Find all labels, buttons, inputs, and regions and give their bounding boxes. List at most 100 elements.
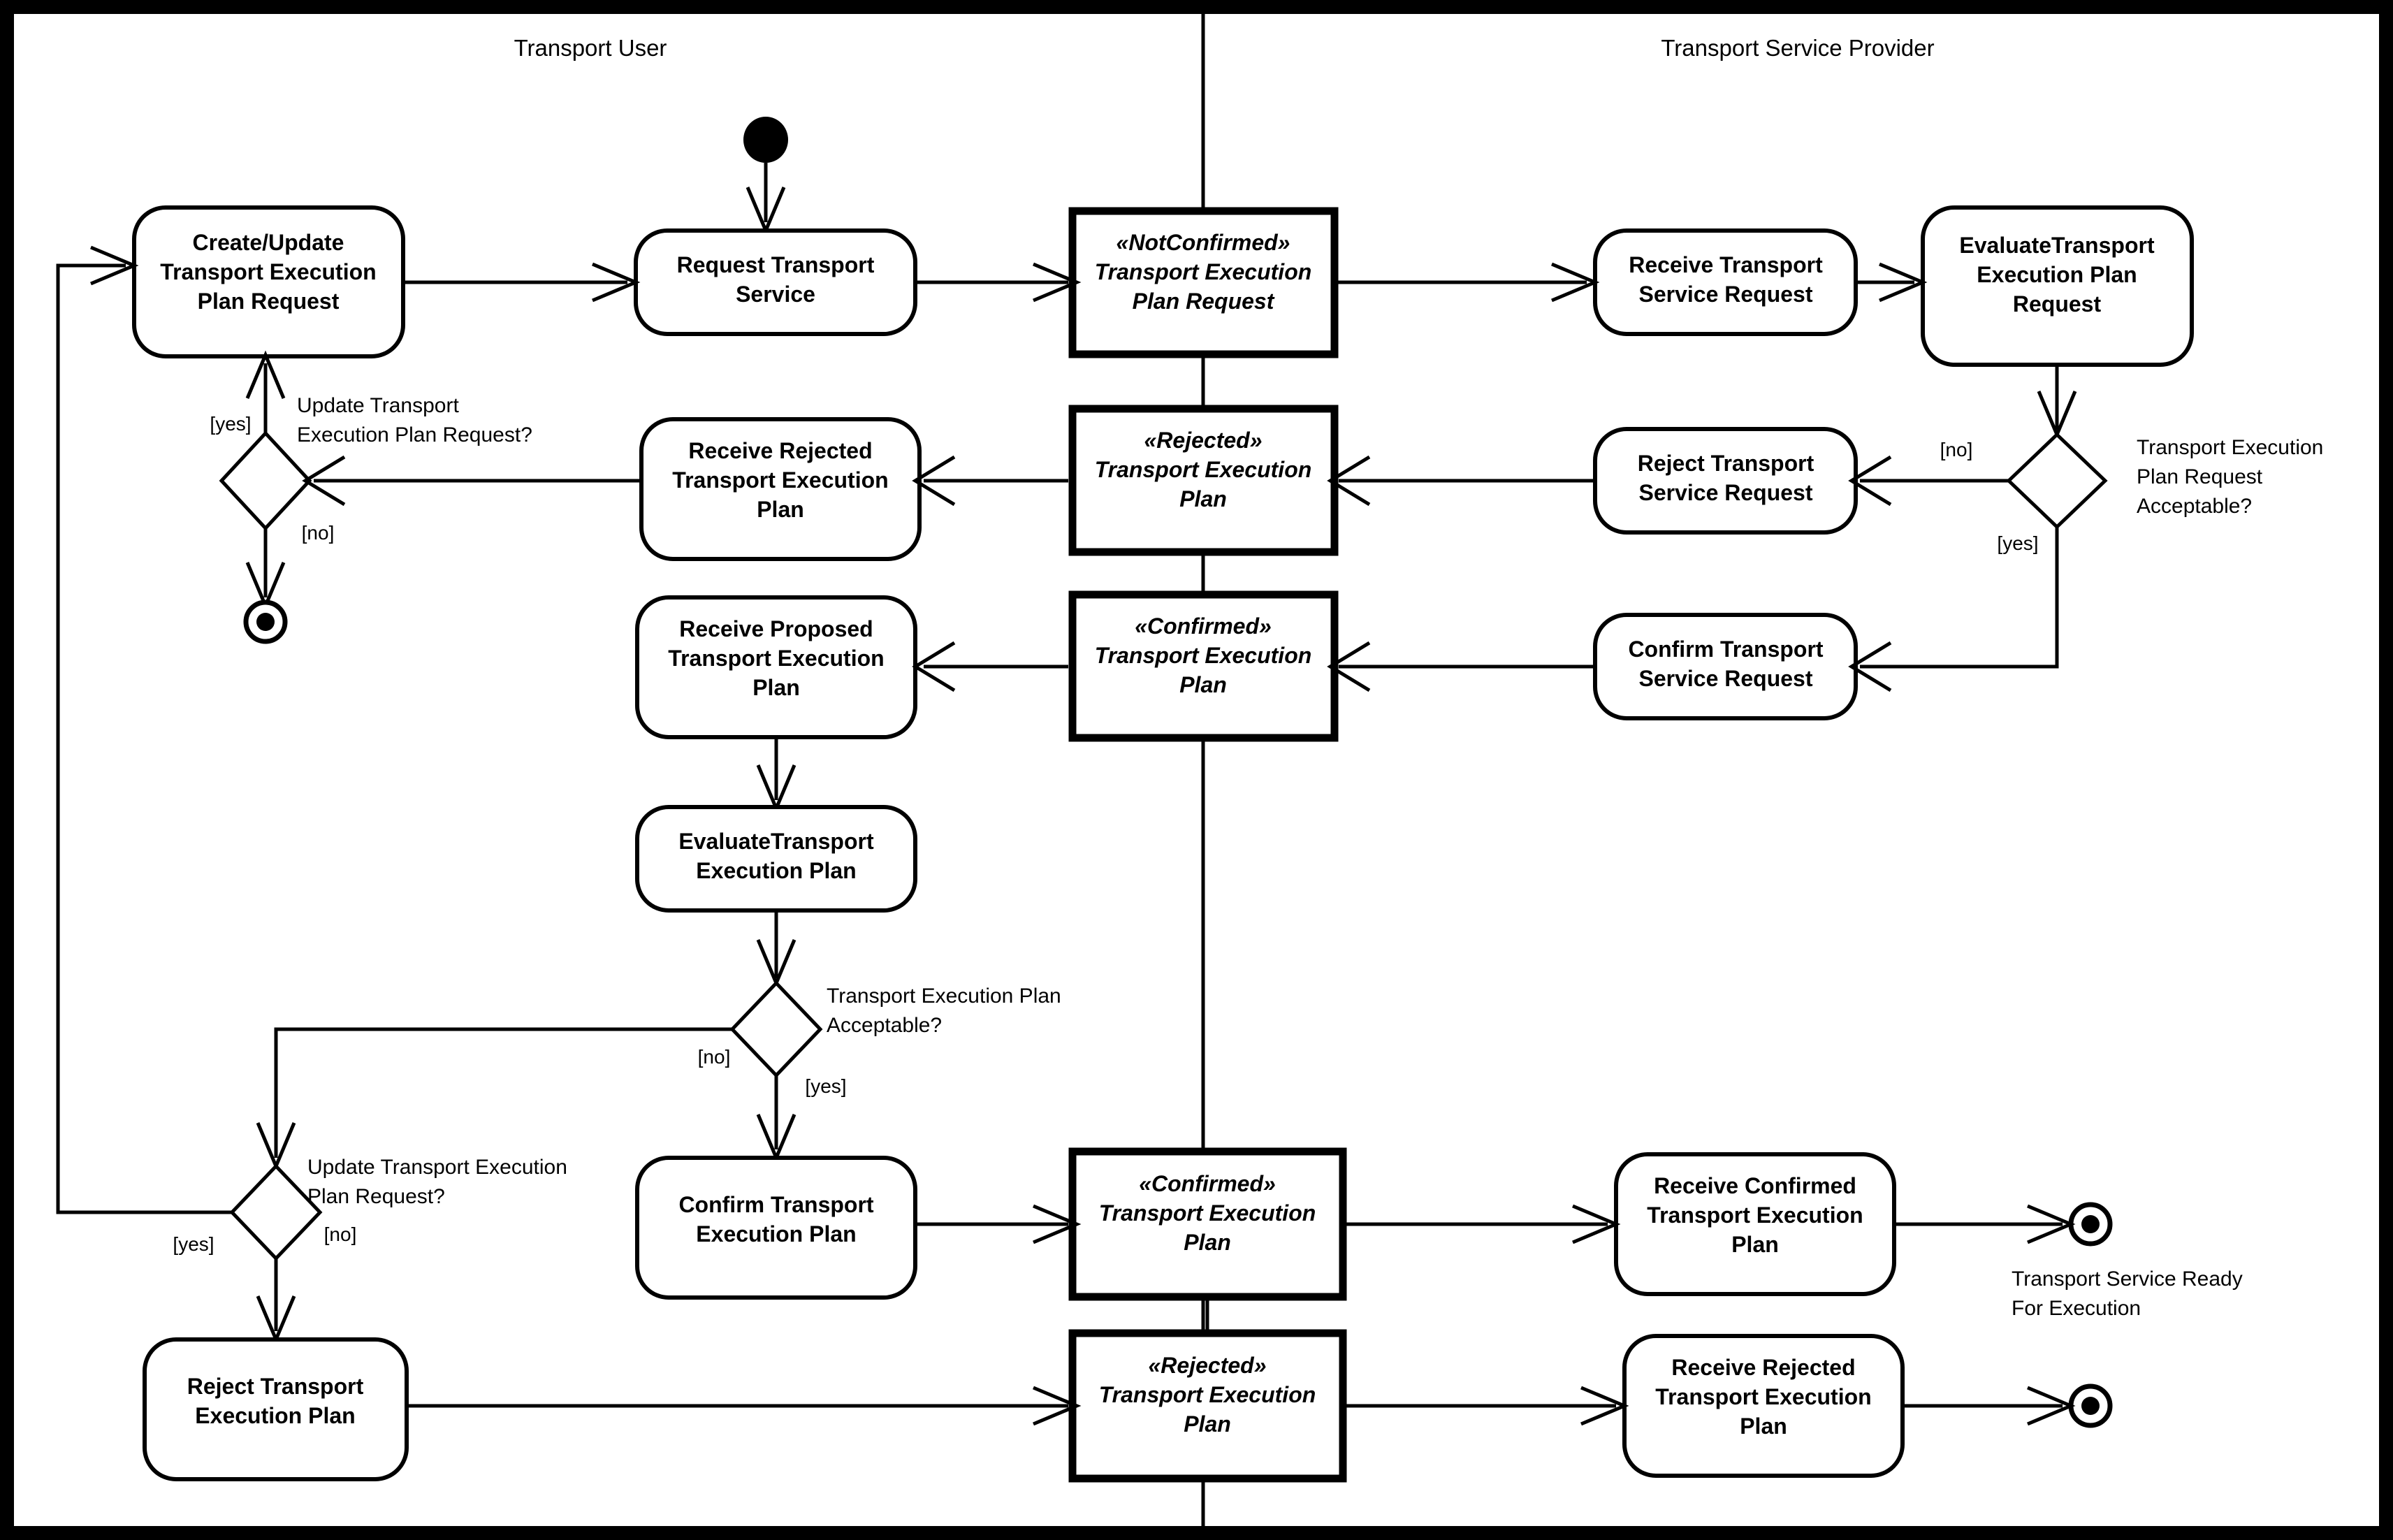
decision-top-question-line-1: Update Transport xyxy=(297,394,459,417)
arrowhead-updatedecision-yes-to-createupdate xyxy=(90,245,139,286)
action-receive-confirmed-tep[interactable]: Receive Confirmed Transport Execution Pl… xyxy=(1614,1152,1896,1296)
guard-update-teprq-bottom-yes: [yes] xyxy=(173,1233,214,1255)
object-stereotype: «Confirmed» xyxy=(1135,613,1272,639)
decision-teprq-acceptable[interactable] xyxy=(2006,432,2108,530)
edge-tepdecision-no-to-updatedecision xyxy=(274,1027,732,1158)
decision-tep-question-line-1: Transport Execution Plan xyxy=(827,985,1061,1008)
decision-tep-acceptable[interactable] xyxy=(729,980,823,1078)
action-line-1: Reject Transport xyxy=(1638,451,1814,476)
decision-shape xyxy=(729,980,823,1078)
guard-teprq-acceptable-yes: [yes] xyxy=(1997,532,2038,554)
decision-shape xyxy=(2006,432,2108,530)
action-receive-transport-service-request[interactable]: Receive Transport Service Request xyxy=(1593,228,1858,336)
arrowhead-request-to-notconfirmed xyxy=(1033,262,1082,303)
object-notconfirmed-teprq[interactable]: «NotConfirmed» Transport Execution Plan … xyxy=(1068,207,1339,358)
action-line-2: Transport Execution xyxy=(668,646,884,671)
object-rejected-tep-bottom[interactable]: «Rejected» Transport Execution Plan xyxy=(1068,1329,1347,1483)
action-line-2: Execution Plan xyxy=(195,1403,355,1428)
action-line-3: Plan Request xyxy=(198,289,340,314)
action-create-update-teprq[interactable]: Create/Update Transport Execution Plan R… xyxy=(132,205,405,358)
action-line-2: Transport Execution xyxy=(1655,1384,1871,1409)
object-line-2: Plan xyxy=(1184,1230,1231,1255)
action-line-2: Service Request xyxy=(1638,480,1812,505)
edge-decision-yes-to-confirm xyxy=(1860,527,2059,669)
object-stereotype: «Rejected» xyxy=(1144,428,1263,453)
action-line-3: Plan xyxy=(1740,1414,1787,1439)
action-line-1: Reject Transport xyxy=(187,1374,364,1399)
action-line-2: Service Request xyxy=(1638,666,1812,691)
action-line-2: Execution Plan xyxy=(696,858,856,883)
action-evaluate-tep[interactable]: EvaluateTransport Execution Plan xyxy=(635,805,917,913)
action-line-2: Transport Execution xyxy=(160,259,376,284)
object-stereotype: «NotConfirmed» xyxy=(1117,230,1290,255)
action-shape xyxy=(143,1337,409,1481)
object-rejected-tep-top[interactable]: «Rejected» Transport Execution Plan xyxy=(1068,405,1339,556)
guard-update-teprq-top-no: [no] xyxy=(302,522,335,544)
action-line-1: EvaluateTransport xyxy=(678,829,874,854)
final-node-ready xyxy=(2068,1202,2113,1247)
action-shape xyxy=(639,417,922,561)
object-line-2: Plan Request xyxy=(1133,289,1275,314)
final-dot xyxy=(256,613,275,631)
final-annotation-line-2: For Execution xyxy=(2012,1297,2141,1320)
action-line-1: Create/Update xyxy=(193,230,344,255)
action-confirm-transport-service-request[interactable]: Confirm Transport Service Request xyxy=(1593,613,1858,720)
decision-shape xyxy=(219,430,312,531)
object-stereotype: «Confirmed» xyxy=(1139,1171,1276,1196)
arrowhead-receiveconfirmed-to-final xyxy=(2027,1204,2076,1244)
arrowhead-receiverejected-to-final xyxy=(2027,1386,2076,1426)
action-line-2: Service xyxy=(736,282,815,307)
object-line-1: Transport Execution xyxy=(1099,1200,1316,1226)
decision-update-teprq-bottom[interactable] xyxy=(229,1163,323,1261)
arrowhead-confirmedobj-to-receiveconfirmed xyxy=(1572,1204,1621,1244)
action-receive-proposed-tep[interactable]: Receive Proposed Transport Execution Pla… xyxy=(635,595,917,739)
arrowhead-rejectedobj-to-receiverejected xyxy=(912,455,956,507)
arrowhead-reject-to-rejectedobj xyxy=(1327,455,1371,507)
action-shape xyxy=(635,1156,917,1300)
decision-tep-question-line-2: Acceptable? xyxy=(827,1014,942,1037)
object-shape xyxy=(1068,590,1339,742)
action-line-2: Transport Execution xyxy=(672,467,888,493)
action-reject-transport-service-request[interactable]: Reject Transport Service Request xyxy=(1593,427,1858,535)
object-confirmed-tep-bottom[interactable]: «Confirmed» Transport Execution Plan xyxy=(1068,1147,1347,1301)
action-receive-rejected-tep-user[interactable]: Receive Rejected Transport Execution Pla… xyxy=(639,417,922,561)
action-line-1: Confirm Transport xyxy=(678,1192,873,1217)
action-line-3: Plan xyxy=(1731,1232,1779,1257)
action-line-2: Transport Execution xyxy=(1647,1203,1863,1228)
guard-update-teprq-bottom-no: [no] xyxy=(324,1223,357,1245)
action-line-3: Plan xyxy=(752,675,800,700)
object-confirmed-tep-top[interactable]: «Confirmed» Transport Execution Plan xyxy=(1068,590,1339,742)
object-line-1: Transport Execution xyxy=(1095,457,1312,482)
action-line-3: Plan xyxy=(757,497,804,522)
object-stereotype: «Rejected» xyxy=(1149,1353,1267,1378)
arrowhead-decision-yes-to-confirm xyxy=(1848,641,1892,692)
arrowhead-rejecttep-to-rejectedobj-bottom xyxy=(1033,1386,1082,1426)
action-line-2: Execution Plan xyxy=(696,1221,856,1247)
action-confirm-tep[interactable]: Confirm Transport Execution Plan xyxy=(635,1156,917,1300)
final-dot xyxy=(2081,1397,2100,1415)
object-shape xyxy=(1068,405,1339,556)
decision-question-line-1: Transport Execution xyxy=(2137,436,2323,459)
action-line-3: Request xyxy=(2013,291,2102,317)
object-line-1: Transport Execution xyxy=(1095,643,1312,668)
decision-update-teprq-top[interactable] xyxy=(219,430,312,531)
action-reject-tep[interactable]: Reject Transport Execution Plan xyxy=(143,1337,409,1481)
action-evaluate-teprq[interactable]: EvaluateTransport Execution Plan Request xyxy=(1921,205,2194,367)
action-line-1: Receive Proposed xyxy=(679,616,873,641)
arrowhead-confirmtep-to-confirmedobj-bottom xyxy=(1033,1204,1082,1244)
decision-bottom-question-line-1: Update Transport Execution xyxy=(307,1156,567,1179)
decision-shape xyxy=(229,1163,323,1261)
action-request-transport-service[interactable]: Request Transport Service xyxy=(634,228,917,336)
decision-question-line-2: Plan Request xyxy=(2137,465,2263,488)
arrowhead-createupdate-to-request xyxy=(592,262,641,303)
final-node-rejected xyxy=(2068,1383,2113,1428)
guard-teprq-acceptable-no: [no] xyxy=(1940,439,1973,460)
action-line-1: Receive Rejected xyxy=(1671,1355,1855,1380)
action-receive-rejected-tep-provider[interactable]: Receive Rejected Transport Execution Pla… xyxy=(1622,1334,1905,1478)
object-line-2: Plan xyxy=(1179,486,1227,511)
decision-question-line-3: Acceptable? xyxy=(2137,495,2252,518)
final-dot xyxy=(2081,1215,2100,1233)
action-line-1: Receive Confirmed xyxy=(1654,1173,1856,1198)
